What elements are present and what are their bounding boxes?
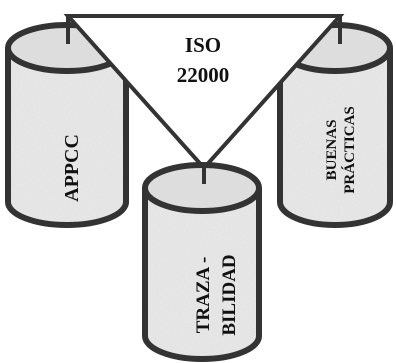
iso-label-line1: ISO — [185, 33, 221, 57]
pillar-buenas-practicas-texture — [280, 48, 390, 225]
iso-triangle-shape — [63, 14, 345, 171]
pillar-appcc-outline — [5, 48, 129, 228]
pillar-buenas-practicas-outline — [277, 48, 393, 228]
pillar-buenas-practicas: BUENAS PRÁCTICAS — [277, 22, 393, 228]
pillar-trazabilidad-top-texture — [145, 165, 259, 211]
pillar-buenas-practicas-label-line1: BUENAS — [324, 120, 340, 181]
iso-label-line2: 22000 — [177, 63, 230, 87]
pillar-trazabilidad-label-line1: TRAZA - — [193, 257, 214, 334]
pillar-appcc-label: APPCC — [61, 134, 83, 202]
pillar-trazabilidad: TRAZA - BILIDAD — [142, 162, 262, 362]
pillar-trazabilidad-label-line2: BILIDAD — [219, 254, 240, 335]
pillar-trazabilidad-outline — [142, 188, 262, 362]
iso-triangle: ISO 22000 — [63, 14, 345, 171]
pillar-trazabilidad-texture — [145, 188, 259, 359]
pillar-appcc: APPCC — [5, 22, 129, 228]
pillar-buenas-practicas-label-line2: PRÁCTICAS — [341, 106, 358, 194]
pillar-appcc-texture — [8, 48, 126, 225]
pillar-trazabilidad-rim — [142, 162, 262, 214]
